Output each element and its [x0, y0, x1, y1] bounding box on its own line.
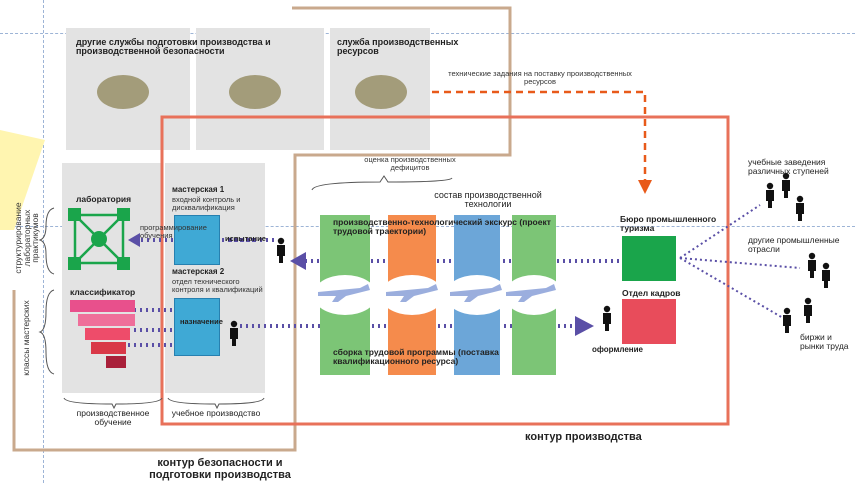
classifier-bar-4: [91, 342, 126, 354]
schools-label: учебные заведения различных ступеней: [748, 157, 829, 176]
testing-label: испытание: [225, 234, 266, 243]
service-oval-3: [355, 75, 407, 109]
registration-label: оформление: [592, 345, 643, 354]
workshop1-subtitle: входной контроль и дисквалификация: [172, 195, 241, 212]
production-contour-label: контур производства: [525, 431, 642, 443]
workshop2-box: [174, 298, 220, 356]
safety-contour-label: контур безопасности и подготовки произво…: [149, 457, 291, 481]
composition-label: состав производственной технологии: [434, 190, 542, 210]
classifier-bar-1: [70, 300, 135, 312]
excursion-label: производственно-технологический экскурс …: [333, 217, 551, 236]
deficit-assessment-label: оценка производственных дефицитов: [364, 155, 456, 172]
service-oval-1: [97, 75, 149, 109]
labor-exchanges-label: биржи и рынки труда: [800, 332, 849, 351]
programming-training-label: программирование обучения: [140, 223, 207, 240]
other-services-label: другие службы подготовки производства и …: [76, 37, 271, 57]
service-oval-2: [229, 75, 281, 109]
workshop1-title: мастерская 1: [172, 185, 225, 194]
production-training-label: производственное обучение: [76, 408, 150, 427]
classifier-bar-2: [78, 314, 135, 326]
assignment-label: назначение: [180, 317, 223, 326]
tech-tasks-label: технические задания на поставку производ…: [448, 69, 632, 86]
laboratory-label: лаборатория: [76, 194, 132, 204]
guide-line-vertical: [43, 0, 44, 483]
bureau-box: [622, 236, 676, 281]
classifier-bar-3: [85, 328, 130, 340]
assembly-label: сборка трудовой программы (поставка квал…: [333, 347, 499, 366]
other-industries-label: другие промышленные отрасли: [748, 235, 840, 254]
hr-label: Отдел кадров: [622, 288, 681, 298]
resources-service-label: служба производственных ресурсов: [337, 37, 459, 57]
educational-production-label: учебное производство: [171, 408, 261, 418]
production-training-area: [62, 163, 162, 393]
bureau-label: Бюро промышленного туризма: [620, 214, 717, 233]
classifier-bar-5: [106, 356, 126, 368]
classifier-label: классификатор: [70, 287, 136, 297]
workshop2-subtitle: отдел технического контроля и квалификац…: [172, 277, 263, 294]
workshop2-title: мастерская 2: [172, 267, 225, 276]
hr-box: [622, 299, 676, 344]
workshop1-box: [174, 215, 220, 265]
